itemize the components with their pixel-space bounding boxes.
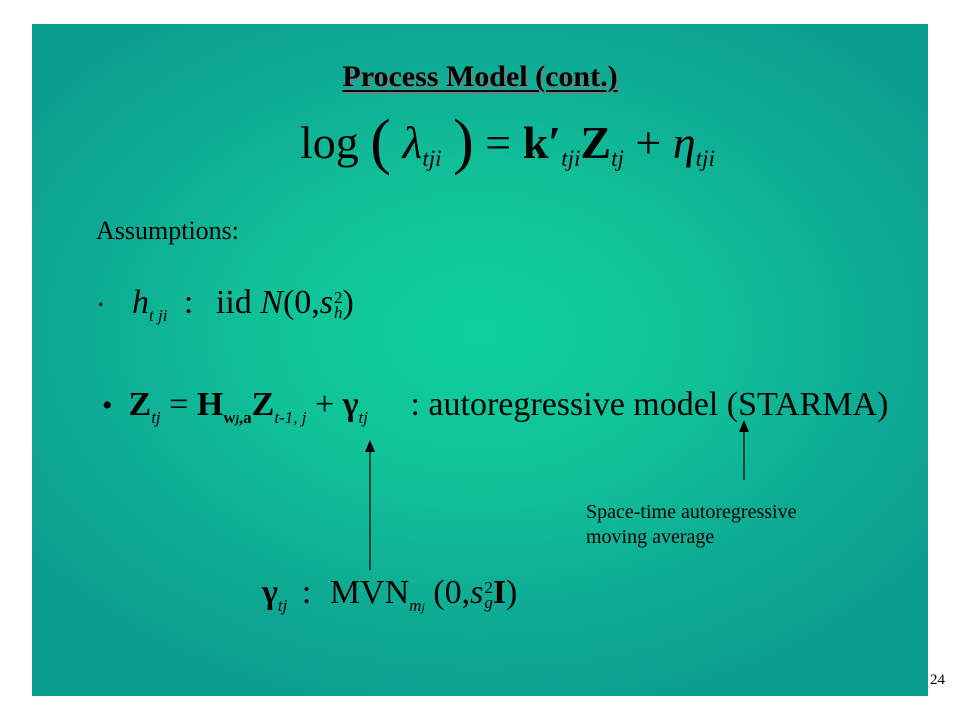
eq1-k: k′ xyxy=(522,117,562,168)
eq2-s-sup: 2 xyxy=(334,287,343,307)
eq1-eta: η xyxy=(672,117,696,168)
eq1-lambda-sub: tji xyxy=(422,146,442,171)
equation-log-lambda: log ( λtji ) = k′tjiZtj + ηtji xyxy=(300,111,715,173)
slide-title: Process Model (cont.) xyxy=(342,60,618,93)
eq4-MVN: MVN xyxy=(329,574,410,611)
eq4-args-open: (0, xyxy=(433,574,471,611)
eq2-h-sub: t ji xyxy=(149,306,168,325)
eq3-H-sub-w: w xyxy=(223,408,236,427)
starma-note-line2: moving average xyxy=(586,526,715,548)
eq4-close: ) xyxy=(506,574,518,611)
eq4-MVN-sub-m: m xyxy=(409,596,422,615)
eq2-close: ) xyxy=(342,284,354,321)
eq1-equals: = xyxy=(485,117,512,168)
eq4-gamma: γ xyxy=(262,574,278,611)
eq2-iid: iid xyxy=(215,284,252,321)
bullet-dot: · xyxy=(96,290,106,321)
eq2-args-open: (0, xyxy=(282,284,320,321)
eq3-Z-sub: tj xyxy=(151,408,161,427)
page-number: 24 xyxy=(930,672,945,688)
eq3-Z2-sub: t-1, j xyxy=(274,408,307,427)
eq2-s-sub: h xyxy=(334,303,343,323)
eq4-colon: : xyxy=(301,574,312,611)
eq1-open-paren: ( xyxy=(370,108,391,176)
eq4-I: I xyxy=(492,574,507,611)
equation-starma: •Ztj = Hwj,aZt-1, j + γtj : autoregressi… xyxy=(102,386,889,427)
eq3-gamma-sub: tj xyxy=(358,408,368,427)
slide: Process Model (cont.) log ( λtji ) = k′t… xyxy=(32,24,928,696)
eq3-H-sub-j: j xyxy=(235,412,239,426)
eq2-s: s xyxy=(319,284,334,321)
eq1-lambda: λ xyxy=(402,117,423,168)
eq4-gamma-sub: tj xyxy=(277,596,288,615)
arrow-gamma xyxy=(365,440,375,570)
eq1-log: log xyxy=(300,117,359,168)
eq3-plus: + xyxy=(314,386,335,423)
eq4-MVN-sub: mj xyxy=(409,596,425,615)
arrow-gamma-head xyxy=(365,440,375,452)
eq1-close-paren: ) xyxy=(453,108,474,176)
eq2-h: h xyxy=(132,284,149,321)
eq4-s-sup: 2 xyxy=(484,577,493,597)
eq1-Z-sub: tj xyxy=(611,146,624,171)
eq4-s-sub: g xyxy=(484,593,493,613)
bullet-dot-2: • xyxy=(102,389,113,422)
eq1-plus: + xyxy=(635,117,662,168)
assumptions-label: Assumptions: xyxy=(96,216,240,245)
eq4-MVN-sub-j: j xyxy=(421,600,425,614)
eq3-H-sub: wj,a xyxy=(223,408,251,427)
eq2-colon: : xyxy=(183,284,194,321)
eq3-Z2: Z xyxy=(251,386,275,423)
eq3-Z: Z xyxy=(128,386,152,423)
eq1-Z: Z xyxy=(580,117,612,168)
eq1-eta-sub: tji xyxy=(695,146,715,171)
eq2-N: N xyxy=(260,284,283,321)
arrow-starma xyxy=(739,420,749,480)
eq3-description: : autoregressive model (STARMA) xyxy=(410,386,889,423)
starma-note-line1: Space-time autoregressive xyxy=(586,501,797,523)
eq3-gamma: γ xyxy=(342,386,359,423)
eq3-H-sub-a: ,a xyxy=(238,408,252,427)
starma-note: Space-time autoregressive moving average xyxy=(586,500,796,550)
eq4-s: s xyxy=(470,574,484,611)
eq3-equals: = xyxy=(169,386,189,423)
eq3-H: H xyxy=(196,386,224,423)
eq1-k-sub: tji xyxy=(561,146,581,171)
